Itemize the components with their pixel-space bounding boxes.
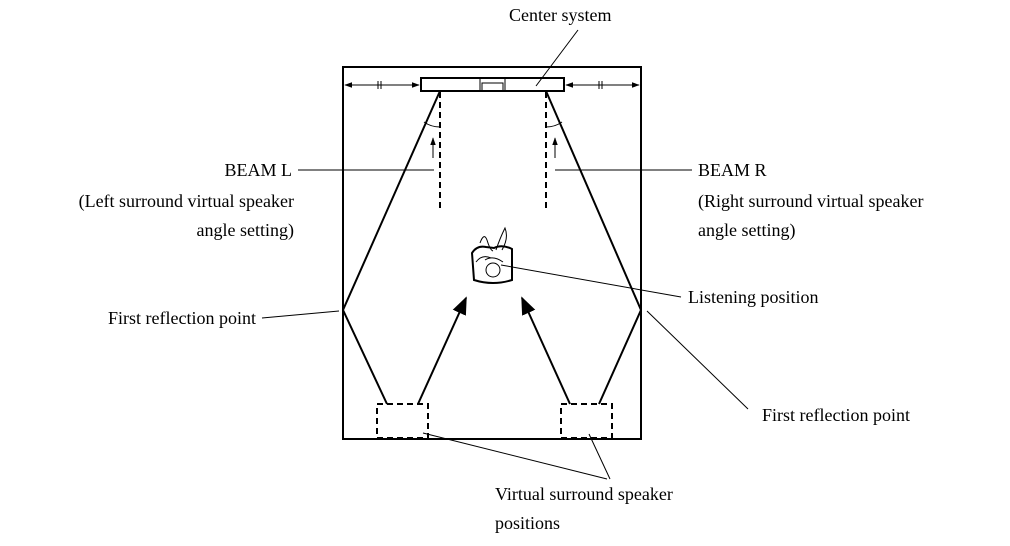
center-system-label: Center system: [509, 5, 611, 25]
first-reflection-left-leader: [261, 310, 340, 319]
surround-arrow-left: [417, 296, 467, 405]
first-reflection-right-label: First reflection point: [762, 405, 910, 425]
beam-l-label: BEAM L: [225, 160, 293, 180]
virtual-speaker-left-box: [376, 403, 429, 439]
virtual-positions-leader-right: [588, 433, 611, 480]
virtual-positions-label-line-1: Virtual surround speaker: [495, 484, 673, 504]
beam-r-description-line-2: angle setting): [698, 220, 795, 241]
beam-l-description-line-2: angle setting): [197, 220, 294, 241]
listening-position-label: Listening position: [688, 287, 819, 307]
beam-r-path: [545, 90, 643, 405]
beam-r-angle-arc: [545, 121, 563, 128]
beam-r-label: BEAM R: [698, 160, 767, 180]
beam-r-description-line-1: (Right surround virtual speaker: [698, 191, 923, 212]
beam-l-angle-arc: [423, 121, 441, 128]
center-system-leader: [535, 29, 579, 87]
first-reflection-right-leader: [646, 310, 749, 410]
virtual-speaker-right-box: [560, 403, 613, 439]
wall-distance-left: [344, 81, 420, 89]
first-reflection-left-label: First reflection point: [108, 308, 256, 328]
listener-icon: [470, 226, 513, 284]
center-system-unit: [420, 77, 565, 92]
wall-distance-right: [565, 81, 640, 89]
room-outline: [342, 66, 642, 440]
surround-arrow-right: [521, 296, 571, 405]
listening-position-leader: [500, 264, 682, 298]
virtual-positions-label-line-2: positions: [495, 513, 560, 533]
virtual-positions-leader-left: [422, 432, 608, 480]
beam-l-description-line-1: (Left surround virtual speaker: [79, 191, 294, 212]
beam-l-path: [341, 90, 441, 405]
